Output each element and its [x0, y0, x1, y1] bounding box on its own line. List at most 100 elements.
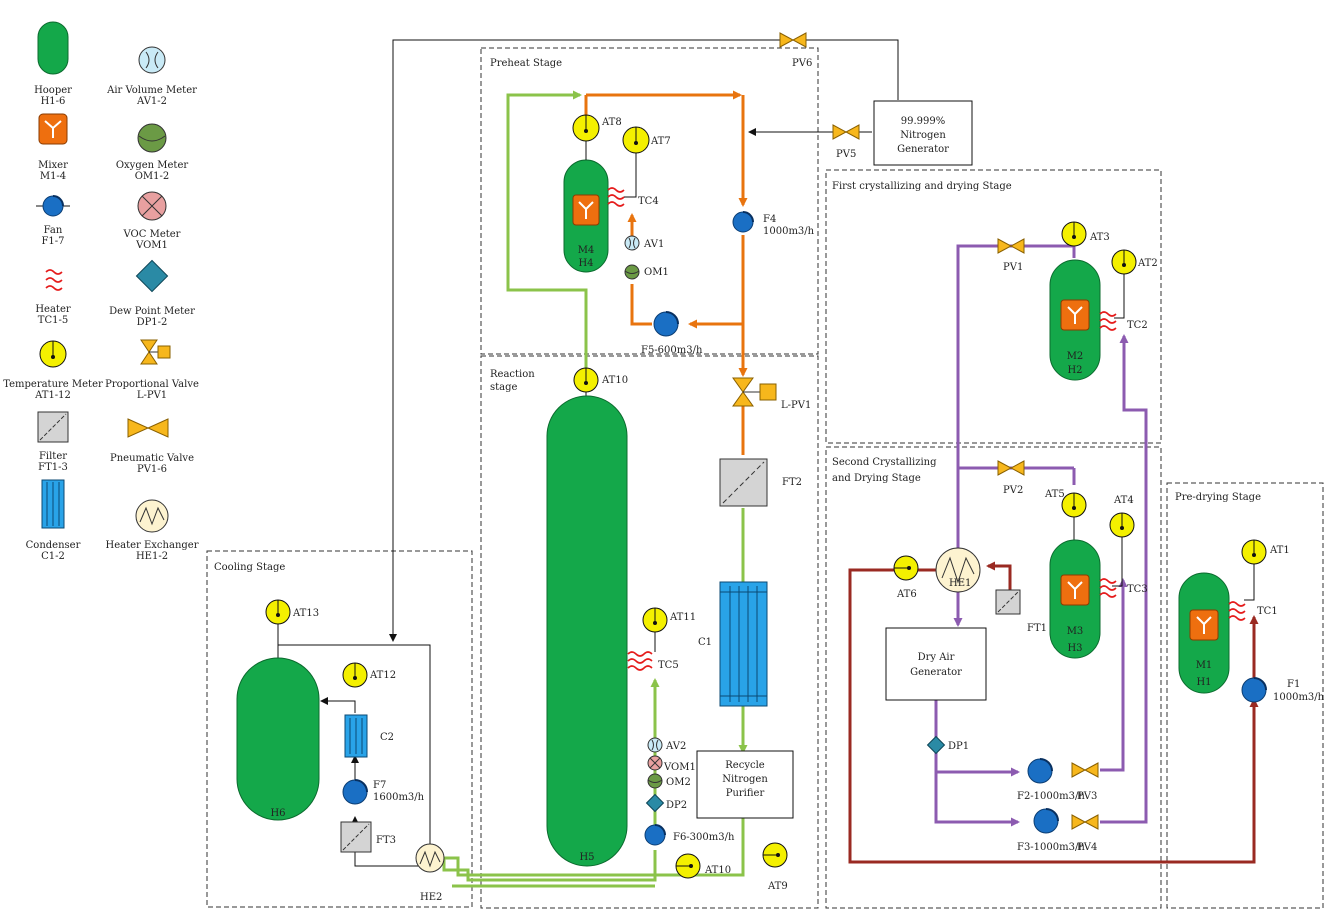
nitrogen-generator-line1: 99.999% — [901, 116, 946, 127]
reaction-stage-box — [480, 355, 819, 909]
green-recycle-line-top — [506, 90, 588, 372]
legend-condenser-range: C1-2 — [41, 551, 65, 562]
tc4-wire — [624, 153, 637, 198]
legend-om-label: Oxygen Meter — [116, 160, 189, 171]
legend-pneumatic-valve-icon — [127, 418, 169, 438]
pv5-label: PV5 — [836, 149, 856, 160]
at10-bottom-temperature-meter-icon — [675, 853, 701, 879]
purifier-line3: Purifier — [726, 788, 765, 799]
at5-label: AT5 — [1044, 489, 1065, 500]
at9-label: AT9 — [767, 881, 788, 892]
at13-label: AT13 — [292, 608, 319, 619]
first-crystallizing-stage-title: First crystallizing and drying Stage — [832, 181, 1012, 192]
pv2-valve-icon — [997, 460, 1025, 476]
cooling-stage-title: Cooling Stage — [214, 562, 285, 573]
purifier-line1: Recycle — [725, 760, 764, 771]
legend-he-range: HE1-2 — [136, 551, 168, 562]
nitrogen-generator-line2: Nitrogen — [900, 130, 946, 141]
ft1-label: FT1 — [1027, 623, 1047, 634]
tc2-heater-icon — [1099, 311, 1117, 331]
f3-label: F3-1000m3/h — [1017, 842, 1085, 853]
om2-oxygen-meter-icon — [647, 773, 663, 789]
legend-heater-range: TC1-5 — [38, 315, 68, 326]
purple-to-f3-line — [934, 772, 1020, 827]
legend-filter-icon — [37, 411, 69, 443]
om2-label: OM2 — [666, 777, 691, 788]
m1-label: M1 — [1196, 660, 1213, 671]
h4-label: H4 — [578, 258, 593, 269]
he2-heat-exchanger-icon — [415, 843, 445, 873]
dp1-label: DP1 — [948, 741, 969, 752]
pv3-valve-icon — [1071, 762, 1099, 778]
pv6-valve-icon — [779, 32, 807, 48]
dry-air-generator-line1: Dry Air — [918, 652, 955, 663]
legend-dew-point-meter-icon — [135, 259, 169, 293]
legend-fan-label: Fan — [44, 225, 63, 236]
nitrogen-supply-line — [389, 39, 899, 642]
h5-label: H5 — [579, 852, 594, 863]
at6-label: AT6 — [896, 589, 917, 600]
av2-air-volume-meter-icon — [647, 737, 663, 753]
at1-label: AT1 — [1269, 545, 1290, 556]
legend-temperature-range: AT1-12 — [34, 390, 71, 401]
purple-pv4-tc2-line — [1100, 334, 1148, 824]
at2-label: AT2 — [1137, 258, 1158, 269]
legend-mixer-range: M1-4 — [40, 171, 66, 182]
f1-rate: 1000m3/h — [1273, 692, 1325, 703]
h5-hopper — [546, 395, 628, 867]
pv6-label: PV6 — [792, 58, 812, 69]
at1-temperature-meter-icon — [1241, 539, 1267, 601]
pv5-valve-icon — [832, 124, 860, 140]
cooling-stage-box — [206, 550, 473, 908]
tc1-heater-icon — [1228, 601, 1246, 621]
at12-temperature-meter-icon — [342, 662, 368, 688]
f2-fan-icon — [1027, 758, 1053, 784]
ft1-filter-icon — [995, 589, 1021, 615]
legend-proportional-valve-icon — [140, 339, 171, 365]
legend-lpv-label: Proportional Valve — [105, 379, 199, 390]
f5-fan-icon — [653, 311, 679, 337]
at10-bottom-label: AT10 — [704, 865, 731, 876]
tc1-label: TC1 — [1257, 606, 1278, 617]
l-pv1-label: L-PV1 — [781, 400, 811, 411]
l-pv1-proportional-valve-icon — [732, 377, 777, 407]
legend-he-label: Heater Exchanger — [106, 540, 199, 551]
at11-label: AT11 — [669, 612, 696, 623]
at11-temperature-meter-icon — [642, 607, 668, 652]
legend-filter-range: FT1-3 — [38, 462, 68, 473]
legend-oxygen-meter-icon — [137, 123, 167, 153]
c2-label: C2 — [380, 732, 394, 743]
ft2-filter-icon — [719, 458, 768, 507]
av2-label: AV2 — [665, 741, 686, 752]
m4-mixer-glyph — [578, 201, 594, 219]
m3-mixer-glyph — [1067, 581, 1083, 599]
he1-label: HE1 — [949, 578, 971, 589]
red-ft1-he1-line — [986, 561, 1012, 590]
legend-air-volume-meter-icon — [138, 46, 166, 74]
at3-temperature-meter-icon — [1061, 221, 1087, 247]
second-crystallizing-stage-title-1: Second Crystallizing — [832, 457, 937, 468]
f1-label: F1 — [1287, 679, 1300, 690]
at3-label: AT3 — [1089, 232, 1110, 243]
purple-pv1-line — [953, 244, 1060, 627]
f2-label: F2-1000m3/h — [1017, 791, 1085, 802]
tc5-label: TC5 — [658, 660, 679, 671]
purple-pv3-tc3-line — [1100, 578, 1128, 772]
legend-pv-range: PV1-6 — [137, 464, 167, 475]
legend-fan-icon — [36, 195, 70, 217]
c2-to-h6-line — [320, 697, 356, 713]
at8-label: AT8 — [601, 117, 622, 128]
f7-rate: 1600m3/h — [373, 792, 425, 803]
om1-oxygen-meter-icon — [624, 264, 640, 280]
dry-air-generator-box — [885, 627, 987, 701]
at9-temperature-meter-icon — [762, 842, 788, 868]
legend-condenser-icon — [41, 479, 65, 529]
f3-fan-icon — [1033, 808, 1059, 834]
tc2-label: TC2 — [1127, 320, 1148, 331]
at6-temperature-meter-icon — [893, 555, 919, 581]
at2-temperature-meter-icon — [1111, 249, 1137, 319]
c1-condenser-icon — [719, 581, 768, 707]
f7-fan-icon — [342, 779, 368, 805]
legend-filter-label: Filter — [39, 451, 67, 462]
